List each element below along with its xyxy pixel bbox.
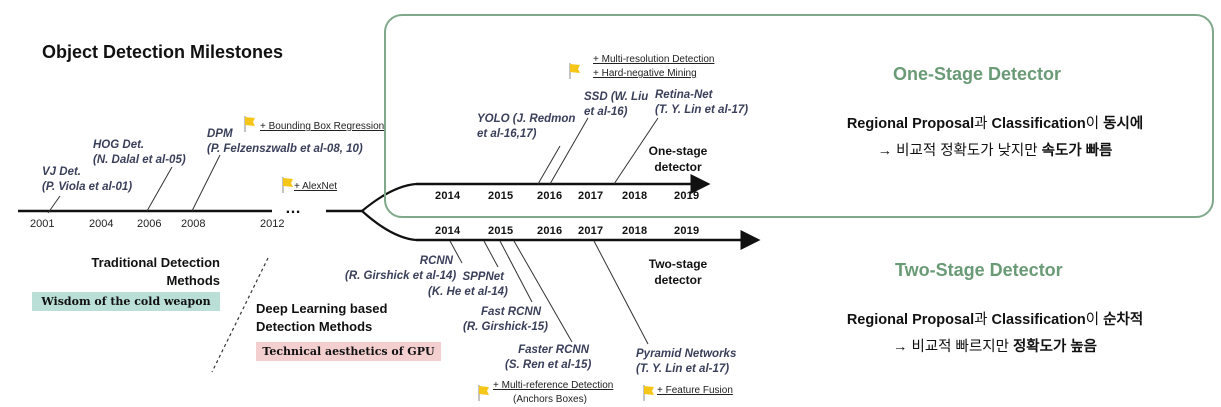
method-ref: (T. Y. Lin et al-17) xyxy=(655,104,749,116)
method-dpm: DPM (P. Felzenszwalb et al-08, 10) xyxy=(207,127,363,157)
note-anchor-boxes: (Anchors Boxes) xyxy=(513,394,587,405)
timeline-ellipsis: … xyxy=(285,200,301,217)
flag-icon xyxy=(643,385,654,401)
method-name: RCNN xyxy=(419,255,453,267)
year-label: 2001 xyxy=(30,218,55,230)
note-feature-fusion: + Feature Fusion xyxy=(657,385,733,396)
method-hog: HOG Det. (N. Dalal et al-05) xyxy=(93,138,186,168)
method-faster-rcnn: Faster RCNN (S. Ren et al-15) xyxy=(505,343,592,373)
method-name: SSD (W. Liu xyxy=(584,91,649,103)
year-label: 2014 xyxy=(435,190,461,202)
note-bbox-regression: + Bounding Box Regression xyxy=(260,121,385,132)
year-label: 2008 xyxy=(181,218,206,230)
flag-icon xyxy=(282,177,293,193)
year-label: 2012 xyxy=(260,218,285,230)
pointer-retina xyxy=(613,117,659,185)
method-name: Fast RCNN xyxy=(480,306,541,318)
year-label: 2004 xyxy=(89,218,114,230)
method-sppnet: SPPNet (K. He et al-14) xyxy=(428,270,508,300)
traditional-section-title: Traditional Detection Methods xyxy=(91,255,220,288)
two-stage-heading: Two-Stage Detector xyxy=(895,260,1063,280)
year-label: 2016 xyxy=(537,190,563,202)
method-ref: (N. Dalal et al-05) xyxy=(93,154,186,166)
flag-icon xyxy=(569,63,580,79)
method-name: VJ Det. xyxy=(42,166,81,178)
pointer-rcnn xyxy=(449,240,463,264)
method-ref: (R. Girshick-15) xyxy=(463,321,548,333)
year-label: 2015 xyxy=(488,190,514,202)
method-name: Retina-Net xyxy=(655,89,713,101)
year-label: 2018 xyxy=(622,190,648,202)
year-label: 2014 xyxy=(435,225,461,237)
year-label: 2018 xyxy=(622,225,648,237)
note-multi-reference: + Multi-reference Detection xyxy=(493,380,614,391)
pointer-dpm xyxy=(191,154,221,212)
two-stage-description: Regional Proposal과 Classification이 순차적 →… xyxy=(846,312,1144,355)
method-ref: (P. Felzenszwalb et al-08, 10) xyxy=(207,143,363,155)
note-alexnet: + AlexNet xyxy=(294,181,338,192)
traditional-badge: Wisdom of the cold weapon xyxy=(32,292,220,311)
one-stage-description: Regional Proposal과 Classification이 동시에 →… xyxy=(846,116,1144,159)
year-label: 2019 xyxy=(674,190,700,202)
pointer-ssd xyxy=(549,117,589,185)
method-name: YOLO (J. Redmon xyxy=(477,113,576,125)
method-name: DPM xyxy=(207,128,233,140)
year-label: 2017 xyxy=(578,225,604,237)
note-multi-resolution: + Multi-resolution Detection xyxy=(593,54,715,65)
method-name: Pyramid Networks xyxy=(636,348,737,360)
method-name: Faster RCNN xyxy=(518,344,589,356)
pointer-vj xyxy=(47,195,61,214)
one-stage-label: One-stage detector xyxy=(648,144,708,174)
method-ref: (P. Viola et al-01) xyxy=(42,181,133,193)
flag-icon xyxy=(478,385,489,401)
deep-section-title: Deep Learning based Detection Methods xyxy=(256,301,388,334)
method-yolo: YOLO (J. Redmon et al-16,17) xyxy=(477,112,575,142)
page-title: Object Detection Milestones xyxy=(42,42,284,62)
method-ref: et al-16,17) xyxy=(477,128,537,140)
method-name: SPPNet xyxy=(462,271,504,283)
method-retina: Retina-Net (T. Y. Lin et al-17) xyxy=(655,88,748,118)
method-fpn: Pyramid Networks (T. Y. Lin et al-17) xyxy=(636,347,736,377)
pointer-sppnet xyxy=(483,240,499,268)
method-name: HOG Det. xyxy=(93,139,145,151)
method-fast-rcnn: Fast RCNN (R. Girshick-15) xyxy=(463,305,548,335)
year-label: 2015 xyxy=(488,225,514,237)
year-label: 2019 xyxy=(674,225,700,237)
year-label: 2017 xyxy=(578,190,604,202)
two-stage-label: Two-stage detector xyxy=(648,257,708,287)
pointer-fpn xyxy=(593,240,649,345)
method-ref: (T. Y. Lin et al-17) xyxy=(636,363,730,375)
method-vj: VJ Det. (P. Viola et al-01) xyxy=(42,165,132,195)
pointer-yolo xyxy=(537,145,561,185)
branch-lower xyxy=(361,210,417,242)
pointer-fast-rcnn xyxy=(499,240,533,303)
method-ref: et al-16) xyxy=(584,106,628,118)
method-ref: (R. Girshick et al-14) xyxy=(345,270,457,282)
pointer-faster-rcnn xyxy=(513,240,573,343)
year-label: 2016 xyxy=(537,225,563,237)
method-ref: (K. He et al-14) xyxy=(428,286,508,298)
one-stage-highlight-box xyxy=(384,14,1214,218)
pointer-hog xyxy=(146,166,173,212)
method-rcnn: RCNN (R. Girshick et al-14) xyxy=(345,254,457,284)
deep-badge: Technical aesthetics of GPU xyxy=(256,342,441,361)
one-stage-heading: One-Stage Detector xyxy=(893,64,1062,84)
year-label: 2006 xyxy=(137,218,162,230)
method-ssd: SSD (W. Liu et al-16) xyxy=(584,90,648,120)
branch-upper xyxy=(361,182,417,212)
method-ref: (S. Ren et al-15) xyxy=(505,359,592,371)
flag-icon xyxy=(244,116,255,132)
note-hard-negative: + Hard-negative Mining xyxy=(593,68,697,79)
